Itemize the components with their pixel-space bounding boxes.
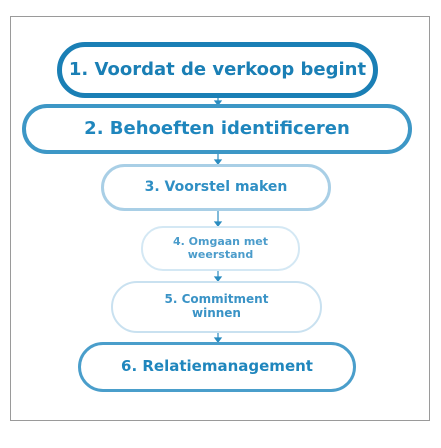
step-1-before-sale: 1. Voordat de verkoop begint	[57, 42, 378, 98]
step-6-relationship-management: 6. Relatiemanagement	[78, 342, 356, 392]
step-4-label-line2: weerstand	[187, 247, 254, 261]
step-4-label-line1: 4. Omgaan met	[172, 234, 269, 248]
step-2-label: 2. Behoeften identificeren	[84, 117, 350, 139]
step-3-label: 3. Voorstel maken	[144, 179, 288, 196]
step-5-label-line2: winnen	[192, 306, 241, 320]
step-6-label: 6. Relatiemanagement	[121, 357, 313, 376]
step-3-make-proposal: 3. Voorstel maken	[101, 164, 331, 211]
step-2-identify-needs: 2. Behoeften identificeren	[22, 104, 412, 154]
step-4-handle-resistance: 4. Omgaan met weerstand	[141, 226, 300, 271]
step-1-label: 1. Voordat de verkoop begint	[68, 58, 367, 80]
step-5-win-commitment: 5. Commitment winnen	[111, 281, 322, 333]
step-5-label-line1: 5. Commitment	[164, 292, 269, 307]
